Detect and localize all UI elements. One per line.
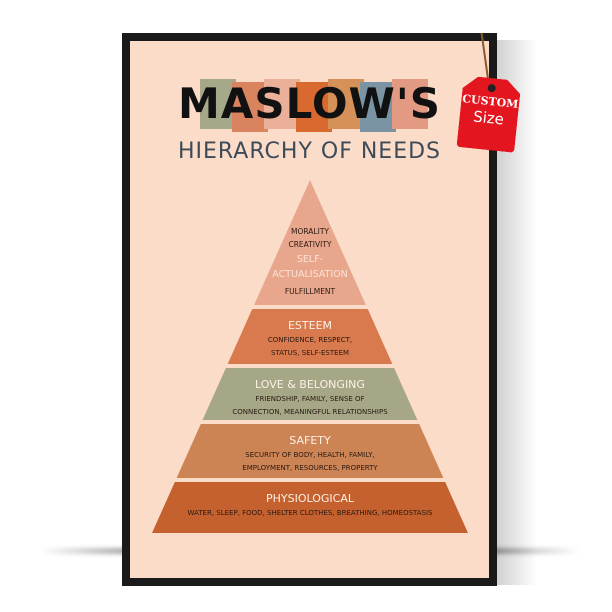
pyramid-label: ACTUALISATION — [272, 269, 347, 280]
pyramid-label: SAFETY — [289, 434, 331, 447]
pyramid-label: SELF- — [297, 254, 323, 265]
poster-subtitle: HIERARCHY OF NEEDS — [177, 139, 442, 164]
title-swatch — [296, 82, 332, 132]
pyramid-label: LOVE & BELONGING — [255, 378, 365, 391]
pyramid-label: CREATIVITY — [288, 240, 331, 249]
pyramid-label: FRIENDSHIP, FAMILY, SENSE OF — [255, 395, 364, 403]
poster-title: MASLOW'S — [178, 79, 441, 128]
pyramid-label: SECURITY OF BODY, HEALTH, FAMILY, — [245, 451, 374, 459]
pyramid-level — [254, 180, 366, 305]
pyramid-label: CONNECTION, MEANINGFUL RELATIONSHIPS — [232, 408, 388, 416]
tag-hole — [487, 84, 496, 93]
title-swatch — [232, 82, 268, 132]
title-swatch — [200, 79, 236, 129]
pyramid-level — [176, 424, 444, 478]
title-swatch — [328, 79, 364, 129]
pyramid-label: PHYSIOLOGICAL — [266, 492, 355, 505]
title-swatch — [360, 82, 396, 132]
pyramid-label: STATUS, SELF-ESTEEM — [271, 349, 349, 357]
pyramid-level — [202, 368, 418, 420]
pyramid-level — [152, 482, 468, 533]
pyramid-label: WATER, SLEEP, FOOD, SHELTER CLOTHES, BRE… — [187, 509, 433, 517]
pyramid-label: EMPLOYMENT, RESOURCES, PROPERTY — [242, 464, 378, 472]
pyramid-label: CONFIDENCE, RESPECT, — [268, 336, 352, 344]
pyramid-label: FULFILLMENT — [285, 287, 336, 296]
custom-size-tag: CUSTOM Size — [456, 75, 521, 153]
pyramid-level — [227, 309, 393, 364]
title-swatch — [392, 79, 428, 129]
pyramid-label: ESTEEM — [288, 319, 332, 332]
title-swatch — [264, 79, 300, 129]
pyramid-label: MORALITY — [291, 227, 329, 236]
